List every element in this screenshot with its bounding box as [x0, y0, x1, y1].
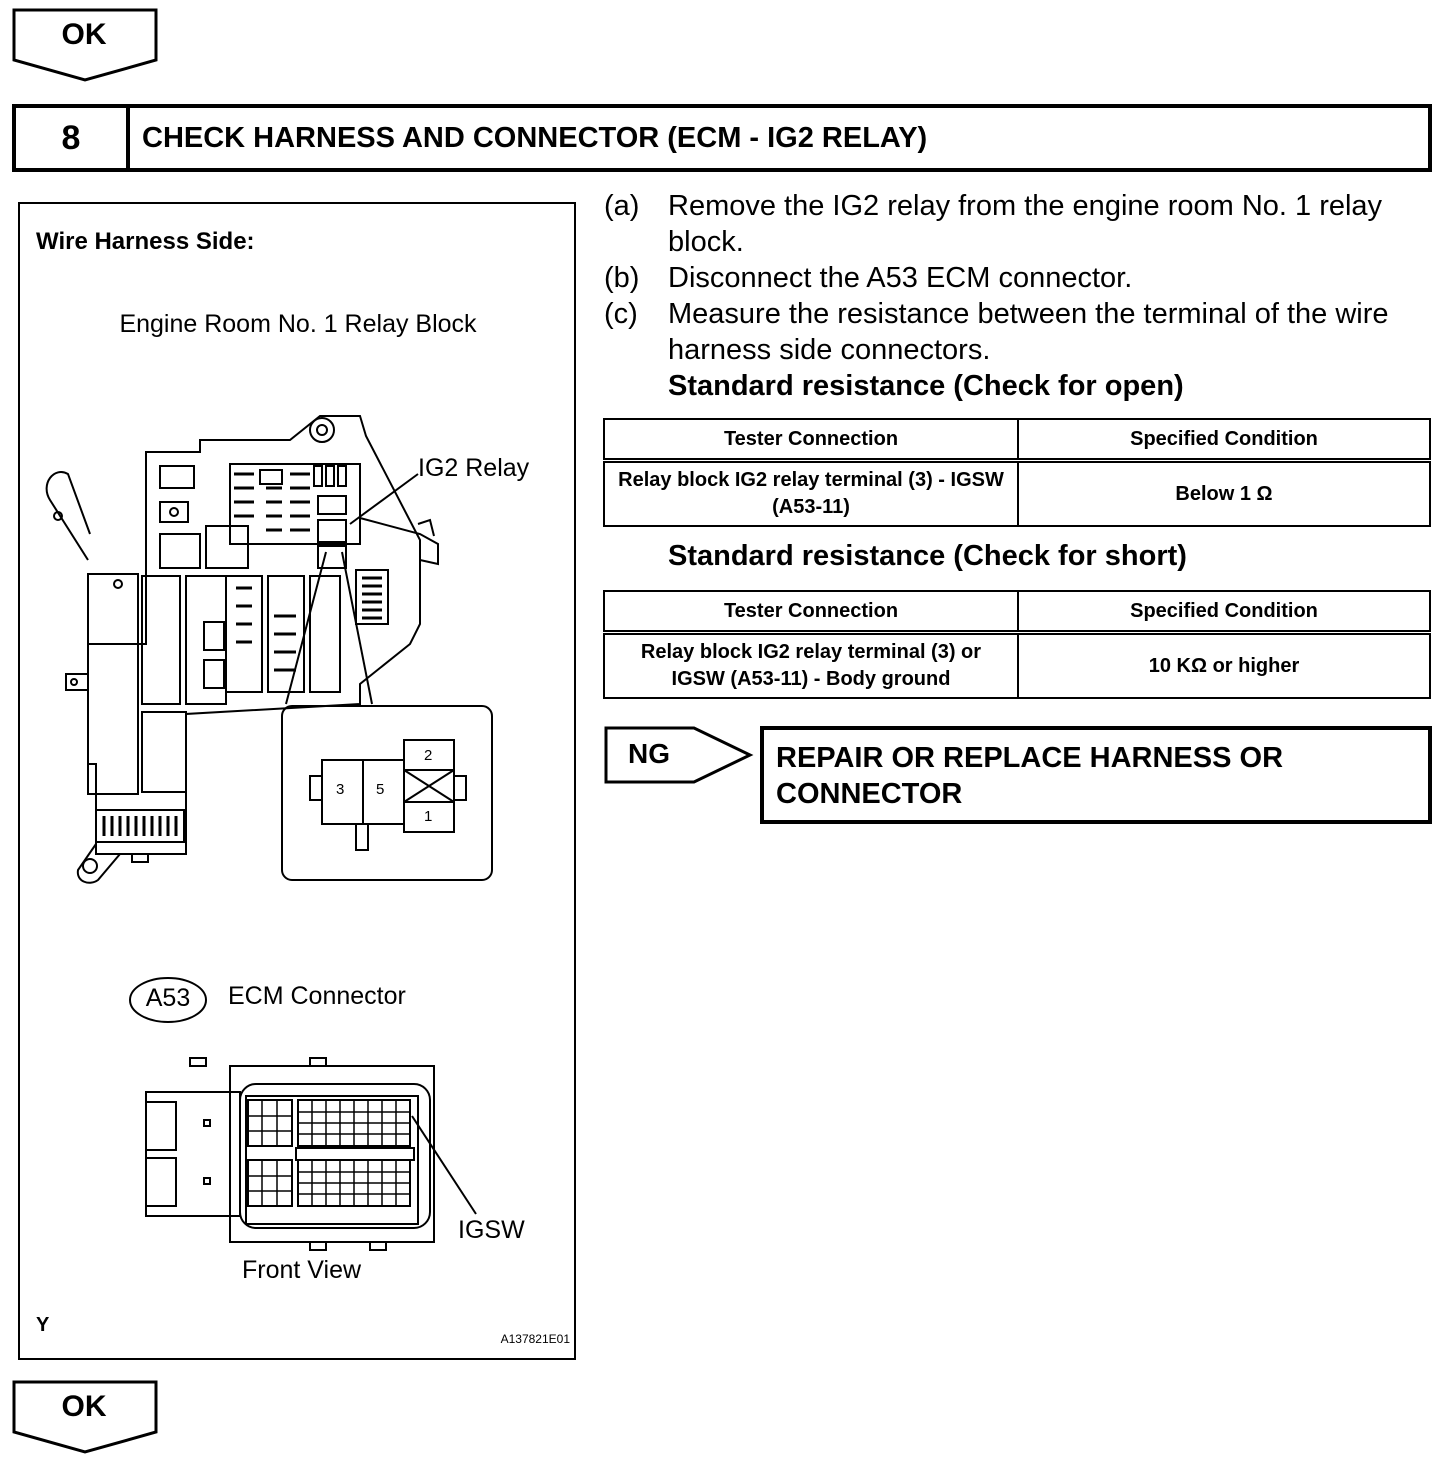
short-check-table: Tester Connection Specified Condition Re… [603, 590, 1431, 699]
relay-block-drawing [45, 415, 493, 1251]
front-view-label: Front View [242, 1256, 362, 1284]
table-row: Relay block IG2 relay terminal (3) - IGS… [603, 459, 1431, 527]
ok-label: OK [61, 18, 107, 51]
tester-connection-cell: Relay block IG2 relay terminal (3) or IG… [603, 631, 1019, 699]
step-title: CHECK HARNESS AND CONNECTOR (ECM - IG2 R… [142, 121, 928, 154]
ng-result-box: REPAIR OR REPLACE HARNESS OR CONNECTOR [760, 726, 1432, 824]
ok-arrow-bottom[interactable]: OK [12, 1380, 160, 1454]
open-check-table: Tester Connection Specified Condition Re… [603, 418, 1431, 527]
specified-condition-cell: Below 1 Ω [1017, 459, 1431, 527]
table-header: Specified Condition [1017, 418, 1431, 463]
igsw-callout: IGSW [458, 1216, 525, 1244]
ig2-relay-callout: IG2 Relay [418, 454, 530, 482]
instruction-text: Disconnect the A53 ECM connector. [668, 262, 1133, 294]
ng-arrow[interactable]: NG [604, 726, 754, 786]
arrow-down-icon [12, 8, 158, 82]
ok-arrow-top[interactable]: OK [12, 8, 160, 82]
tester-connection-cell: Relay block IG2 relay terminal (3) - IGS… [603, 459, 1019, 527]
open-check-title: Standard resistance (Check for open) [668, 370, 1184, 402]
table-header: Tester Connection [603, 590, 1019, 635]
table-header: Tester Connection [603, 418, 1019, 463]
connector-badge: A53 [145, 984, 191, 1012]
instruction-label: (a) [604, 190, 640, 222]
table-header: Specified Condition [1017, 590, 1431, 635]
specified-condition-cell: 10 KΩ or higher [1017, 631, 1431, 699]
instruction-text: Remove the IG2 relay from the engine roo… [668, 190, 1383, 258]
ng-label: NG [628, 738, 670, 769]
instruction-list: (a) Remove the IG2 relay from the engine… [604, 188, 1434, 404]
corner-letter: Y [36, 1314, 50, 1336]
terminal-1-label: 1 [424, 808, 433, 825]
table-row: Relay block IG2 relay terminal (3) or IG… [603, 631, 1431, 699]
instruction-item: (b) Disconnect the A53 ECM connector. [604, 260, 1434, 296]
step-header: 8 CHECK HARNESS AND CONNECTOR (ECM - IG2… [12, 104, 1432, 172]
step-number: 8 [16, 108, 130, 168]
terminal-3-label: 3 [336, 781, 345, 798]
terminal-2-label: 2 [424, 747, 433, 764]
instruction-item: (a) Remove the IG2 relay from the engine… [604, 188, 1434, 260]
figure-heading: Wire Harness Side: [36, 228, 255, 255]
ecm-connector-title: ECM Connector [228, 982, 406, 1010]
instruction-label: (c) [604, 298, 638, 330]
arrow-down-icon [12, 1380, 158, 1454]
ok-label: OK [61, 1390, 107, 1423]
figure-id: A137821E01 [500, 1332, 570, 1346]
relay-block-title: Engine Room No. 1 Relay Block [119, 310, 477, 338]
arrow-right-icon [604, 726, 754, 784]
instruction-label: (b) [604, 262, 640, 294]
short-check-title: Standard resistance (Check for short) [668, 540, 1187, 572]
instruction-item: (c) Measure the resistance between the t… [604, 296, 1434, 368]
instruction-text: Measure the resistance between the termi… [668, 298, 1389, 366]
terminal-5-label: 5 [376, 781, 385, 798]
wiring-figure: Wire Harness Side: Engine Room No. 1 Rel… [18, 202, 576, 1360]
